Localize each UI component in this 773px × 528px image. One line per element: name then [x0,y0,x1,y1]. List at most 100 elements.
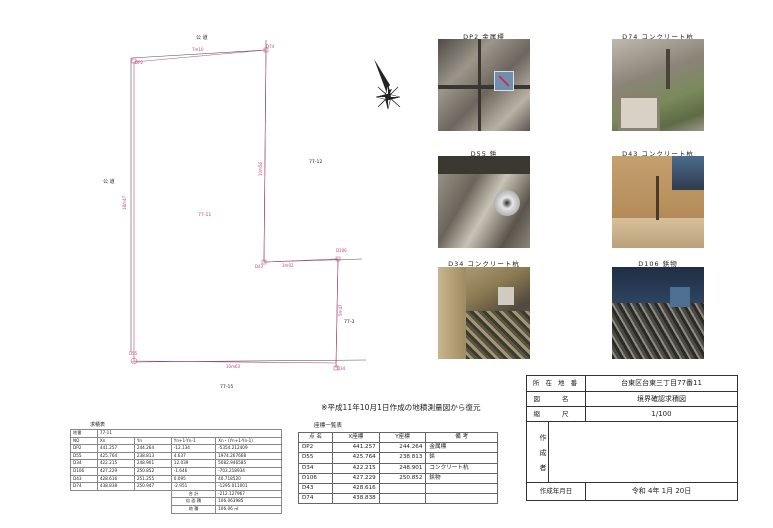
cell: D55 [70,451,98,461]
cell: 248.901 [378,462,427,474]
coord-header: X座標 [332,431,380,444]
sum-value: -212.127967 [215,489,282,499]
point-label-d43: D43 [255,264,264,269]
dim-right-lower: 5m47 [338,304,343,316]
dim-mid-vertical: 10m56 [258,161,263,176]
survey-plan [130,40,401,371]
cell: DP2 [297,442,334,454]
table-row: DP2 441.257 244.264 -12.134 -5354.212409 [70,444,282,453]
title-row-author: 作成者 [527,422,737,483]
dim-top: 7m10 [192,47,204,52]
cell: -1.646 [170,466,217,476]
cell [425,483,498,495]
cell: 40.718520 [215,474,282,484]
area-calc-parcel-label: 地番 [70,429,98,438]
restoration-note: ※平成11年10月1日作成の地積測量図から復元 [321,403,481,412]
point-marker-dp2 [131,58,137,64]
cell [425,493,498,505]
scale-value: 1/100 [651,410,672,418]
table-row: D106 427.229 250.852 鋲物 [297,472,498,485]
plan-line-bottom [130,359,367,363]
parcel-label-bottom: 77-15 [220,385,234,390]
cell: D43 [70,474,98,484]
plan-line-top [130,49,267,59]
area-calc-header: Xn・(Yn+1-Yn-1) [215,436,282,446]
cell: 251.255 [133,474,172,484]
coord-header: 点 名 [297,431,334,444]
author-label: 作成者 [527,422,549,482]
double-area-value: 106.063985 [215,497,282,506]
cell: 428.616 [96,474,135,484]
point-marker-d43 [261,259,267,265]
point-marker-d55 [130,357,138,365]
title-row-date: 作成年月日 令和 4年 1月 20日 [527,483,737,500]
area-calc-header: NO [70,436,98,446]
double-area-label: 倍 面 積 [170,497,217,506]
area-value: 106.06 ㎡ [215,504,282,514]
cell: 244.264 [133,444,172,453]
cell: DP2 [70,444,98,453]
table-row: D43 428.616 251.255 0.095 40.718520 [70,474,282,484]
author-value [550,422,737,482]
road-label-left: 公 道 [103,179,115,185]
cell: 0.095 [170,474,217,484]
coord-header: Y座標 [378,431,427,444]
photo-d43 [612,156,704,248]
cell: 425.764 [332,452,380,464]
photo-caption-d55: D55 鋲 [470,150,498,158]
cell: D106 [297,472,334,485]
cell: D55 [297,452,334,464]
cell: 238.813 [378,452,427,464]
cell: 425.764 [96,451,135,461]
cell: -703.218934 [215,466,282,476]
title-row-drawing: 図 名 境界確認求積図 [527,392,737,407]
photo-caption-d34: D34 コンクリート杭 [448,260,520,268]
cell: 12.039 [170,459,217,468]
tack-icon [494,190,520,216]
scale-label: 縮 尺 [527,407,586,421]
cell: D43 [297,483,334,495]
boundary-polygon [133,49,339,364]
drawing-value: 境界確認求積図 [637,395,686,403]
coord-header: 備 考 [425,431,498,444]
cell: 鋲物 [425,472,498,485]
table-row: D106 427.229 250.852 -1.646 -703.218934 [70,466,282,476]
photo-d34 [438,267,530,359]
cell: -5354.212409 [215,444,282,453]
cell: 鋲 [425,452,498,464]
cell: 250.852 [133,466,172,476]
point-marker-d34 [333,365,339,371]
table-row: D55 425.764 238.813 鋲 [297,452,498,464]
photo-dp2 [438,39,530,131]
photo-d55 [438,156,530,248]
point-label-d34: D34 [337,366,346,371]
cell: 428.616 [332,483,380,495]
point-marker-d106 [335,256,341,262]
cell: 441.257 [332,442,380,454]
table-row: D43 428.616 [297,483,498,495]
sum-label: 合 計 [170,489,217,499]
cell: 422.215 [96,459,135,468]
cell: 438.838 [96,482,135,491]
cell: D74 [70,482,98,491]
cell: 250.947 [133,482,172,491]
title-block: 所 在 地 番 台東区台東三丁目77番11 図 名 境界確認求積図 縮 尺 1/… [526,375,738,501]
date-label: 作成年月日 [527,483,586,500]
point-marker-d74 [263,47,269,53]
cell: 238.813 [133,451,172,461]
area-calc-header: Xn [96,436,135,446]
cell: 4.637 [170,451,217,461]
cell: 427.229 [332,472,380,485]
photo-caption-d106: D106 鋲物 [638,260,678,268]
cell: -12.134 [170,444,217,453]
cell: 248.901 [133,459,172,468]
cell: 244.264 [378,442,427,454]
cell: 422.215 [332,462,380,474]
point-label-d106: D106 [336,248,347,253]
parcel-label-main: 77-11 [198,213,212,218]
drawing-label: 図 名 [527,392,586,406]
table-row: D34 422.215 248.901 コンクリート杭 [297,462,498,474]
photo-caption-d74: D74 コンクリート杭 [622,33,694,41]
photo-caption-dp2: DP2 金属標 [463,33,505,41]
parcel-label-right: 77-12 [309,160,323,165]
